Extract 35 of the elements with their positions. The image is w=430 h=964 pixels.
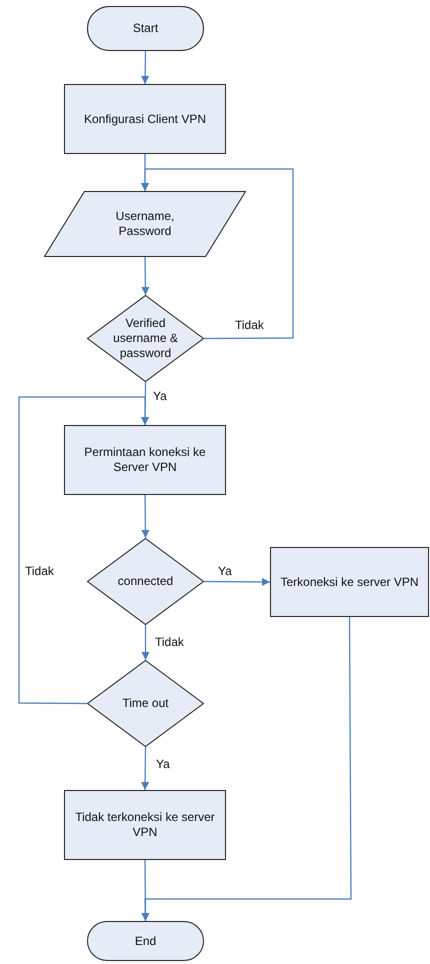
decision-diamond xyxy=(87,660,204,747)
edge-label: Ya xyxy=(217,564,233,578)
process-box xyxy=(64,425,226,495)
arrow xyxy=(204,578,270,586)
process-box xyxy=(64,84,226,154)
node-label: End xyxy=(134,934,156,948)
terminal-shape xyxy=(87,6,204,51)
node-label: Start xyxy=(132,21,158,36)
node-label: Terkoneksi ke server VPN xyxy=(280,574,419,590)
arrow xyxy=(141,747,150,790)
arrow xyxy=(141,495,150,538)
decision-diamond xyxy=(87,295,204,382)
edge-label: Tidak xyxy=(24,564,55,578)
node-label: Verified username & password xyxy=(112,316,179,361)
edge-label: Tidak xyxy=(154,635,185,649)
arrow xyxy=(141,617,352,922)
arrow xyxy=(18,396,149,704)
node-label: Time out xyxy=(122,696,169,711)
process-box xyxy=(270,547,429,617)
arrow xyxy=(141,51,150,84)
arrow xyxy=(142,625,150,660)
decision-diamond xyxy=(87,538,204,625)
node-label: Username, Password xyxy=(114,209,176,239)
node-label: Konfigurasi Client VPN xyxy=(84,112,206,126)
arrow xyxy=(141,257,150,295)
edge-label: Ya xyxy=(155,757,171,771)
node-label: Tidak terkoneksi ke server VPN xyxy=(74,810,216,840)
process-box xyxy=(64,790,226,860)
arrow xyxy=(141,168,294,340)
node-label: Permintaan koneksi ke Server VPN xyxy=(83,445,207,475)
edge-label: Ya xyxy=(152,389,168,403)
input-parallelogram xyxy=(44,191,246,257)
edge-label: Tidak xyxy=(234,318,265,332)
terminal-shape xyxy=(87,921,204,961)
node-label: connected xyxy=(118,574,174,589)
